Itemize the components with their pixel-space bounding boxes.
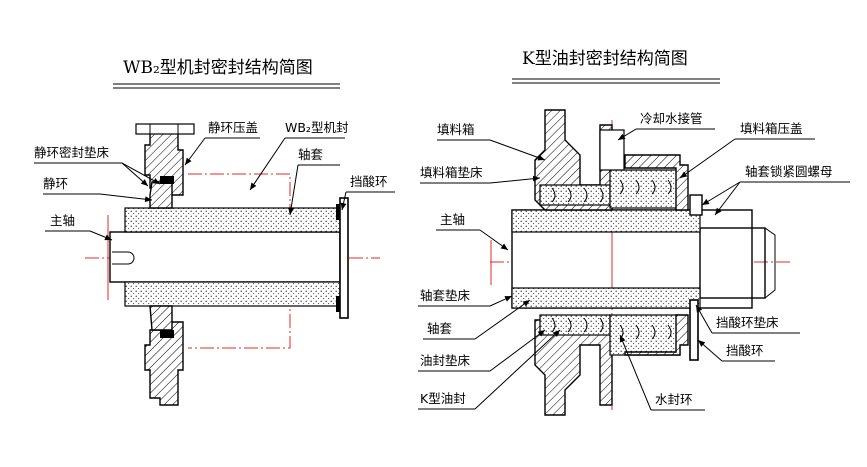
wb2-label-acid-ring: 挡酸环 (350, 174, 388, 189)
wb2-bolt (135, 123, 195, 135)
k-label-stuffing-cover: 填料箱压盖 (740, 121, 803, 136)
k-sleeve-upper (511, 209, 701, 233)
k-label-acid-ring-gasket: 挡酸环垫床 (716, 315, 779, 330)
wb2-label-sleeve: 轴套 (298, 147, 324, 162)
wb2-shaft (109, 231, 341, 283)
k-label-cooling-pipe: 冷却水接管 (640, 111, 703, 126)
wb2-diagram: WB₂型机封密封结构简图 静环压盖 (34, 58, 395, 406)
wb2-label-main-shaft: 主轴 (50, 213, 75, 228)
k-diagram: K型油封密封结构简图 (418, 49, 850, 416)
k-label-sleeve: 轴套 (427, 321, 453, 336)
k-nut (689, 194, 703, 216)
wb2-sleeve-lower (124, 281, 341, 307)
k-acid-ring (689, 299, 699, 361)
k-label-acid-ring: 挡酸环 (726, 343, 764, 358)
k-cooling-pipe (599, 129, 625, 171)
k-label-stuffing-box: 填料箱 (437, 122, 475, 137)
wb2-label-stat-ring-gasket: 静环密封垫床 (34, 145, 110, 160)
k-label-water-seal-ring: 水封环 (655, 392, 693, 407)
k-label-sleeve-nut: 轴套锁紧圆螺母 (745, 164, 833, 179)
wb2-sleeve-upper (124, 207, 341, 233)
k-label-sleeve-gasket: 轴套垫床 (420, 288, 471, 303)
wb2-acid-ring (339, 197, 349, 319)
k-label-oil-seal-gasket: 油封垫床 (420, 353, 471, 368)
k-label-k-oil-seal: K型油封 (420, 391, 466, 406)
k-label-main-shaft: 主轴 (440, 212, 465, 227)
wb2-label-stat-ring: 静环 (43, 176, 68, 191)
wb2-static-ring-lower (149, 305, 173, 331)
k-label-stuffing-gasket: 填料箱垫床 (420, 165, 483, 180)
wb2-label-stat-cover: 静环压盖 (208, 120, 258, 135)
k-title: K型油封密封结构简图 (522, 49, 688, 69)
k-sleeve-lower (511, 287, 701, 309)
k-stuffing-box-lower (534, 319, 613, 416)
wb2-static-ring-upper (149, 181, 173, 209)
wb2-title: WB₂型机封密封结构简图 (123, 58, 313, 78)
wb2-label-machine-seal: WB₂型机封 (285, 120, 348, 135)
k-stuffing-cover-upper (624, 154, 689, 211)
